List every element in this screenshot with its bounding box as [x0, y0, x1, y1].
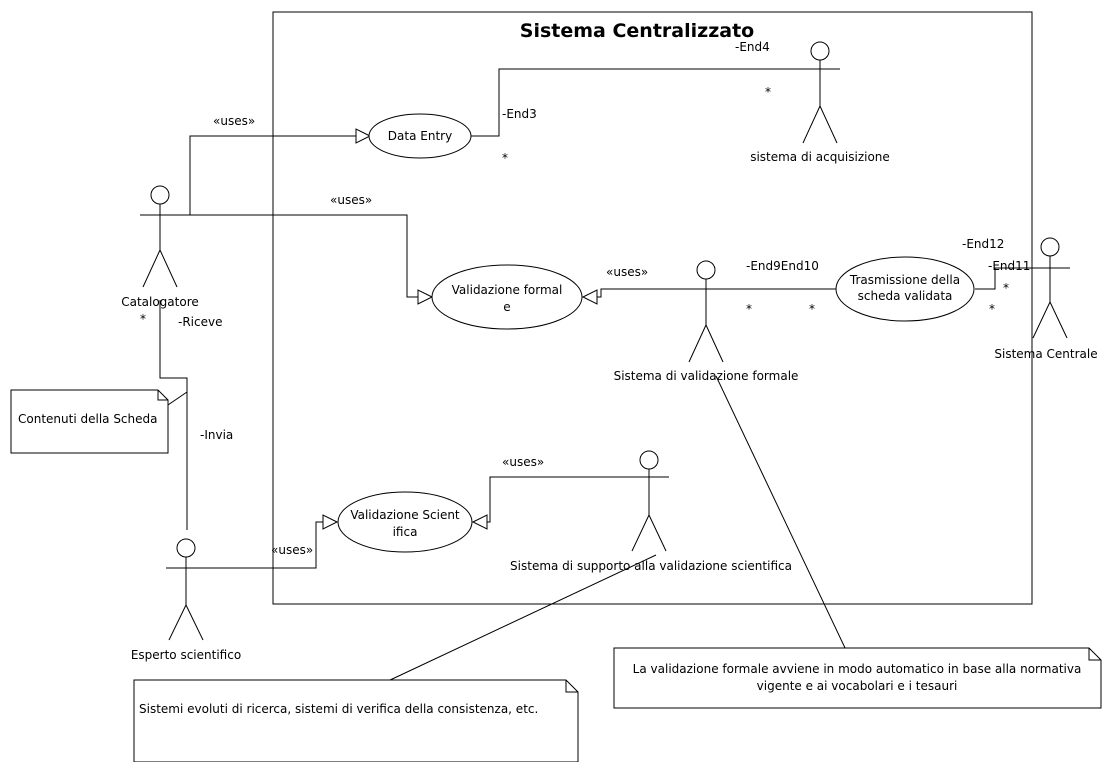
usecase-data-entry-label: Data Entry	[388, 129, 452, 143]
usecase-validazione-formale[interactable]	[431, 264, 583, 330]
usecase-validazione-scientifica-label-2: ifica	[393, 525, 418, 539]
stereotype-uses: «uses»	[271, 543, 313, 557]
note-sistemi-evoluti-text: Sistemi evoluti di ricerca, sistemi di v…	[139, 702, 538, 716]
actor-catalogatore-label: Catalogatore	[121, 295, 199, 309]
stereotype-uses: «uses»	[502, 455, 544, 469]
note-anchor-sistemi	[387, 554, 657, 682]
note-contenuti-scheda	[10, 389, 169, 454]
actor-sistema-centrale[interactable]	[1030, 237, 1070, 339]
usecase-validazione-scientifica[interactable]	[337, 491, 473, 553]
uses-catalogatore-dataentry	[189, 135, 360, 215]
role-end4: -End4	[735, 40, 770, 54]
actor-esperto-scientifico[interactable]	[166, 538, 206, 641]
assoc-dataentry-acquisizione	[471, 68, 836, 137]
multiplicity: *	[809, 302, 815, 316]
uses-arrowhead	[355, 128, 372, 144]
uses-arrowhead	[322, 514, 339, 530]
note-validazione-formale-text-2: vigente e ai vocabolari e i tesauri	[757, 679, 958, 693]
note-validazione-formale-text-1: La validazione formale avviene in modo a…	[633, 662, 1082, 676]
actor-sistema-centrale-label: Sistema Centrale	[994, 347, 1097, 361]
usecase-trasmissione-label: Trasmissione della	[849, 273, 960, 287]
multiplicity: *	[989, 302, 995, 316]
multiplicity: *	[765, 85, 771, 99]
multiplicity: *	[1003, 281, 1009, 295]
uses-supporto-valscient	[487, 476, 668, 523]
usecase-validazione-formale-label: Validazione formal	[452, 283, 563, 297]
system-title: Sistema Centralizzato	[520, 20, 754, 42]
uses-catalogatore-valformale	[175, 214, 418, 298]
actor-sistema-supporto-label: Sistema di supporto alla validazione sci…	[510, 559, 792, 573]
uses-arrowhead	[581, 289, 598, 305]
uses-esperto-valscient	[205, 521, 323, 569]
actor-esperto-scientifico-label: Esperto scientifico	[131, 648, 241, 662]
multiplicity: *	[140, 312, 146, 326]
stereotype-uses: «uses»	[330, 193, 372, 207]
actor-sistema-acquisizione[interactable]	[800, 41, 840, 144]
usecase-trasmissione[interactable]	[835, 256, 975, 322]
uses-arrowhead	[471, 514, 488, 530]
stereotype-uses: «uses»	[606, 265, 648, 279]
actor-catalogatore[interactable]	[140, 185, 180, 288]
usecase-trasmissione-label-2: scheda validata	[858, 289, 953, 303]
actor-sistema-acquisizione-label: sistema di acquisizione	[750, 150, 890, 164]
actor-sistema-validazione-formale-label: Sistema di validazione formale	[614, 369, 799, 383]
role-end9-end10: -End9End10	[746, 259, 819, 273]
usecase-validazione-scientifica-label: Validazione Scient	[350, 508, 460, 522]
multiplicity: *	[746, 302, 752, 316]
role-end11: -End11	[988, 259, 1030, 273]
stereotype-uses: «uses»	[213, 114, 255, 128]
note-sistemi-evoluti	[133, 679, 579, 762]
uses-arrowhead	[417, 289, 434, 305]
actor-sistema-validazione-formale[interactable]	[686, 260, 726, 363]
note-validazione-formale	[613, 647, 1102, 709]
role-end3: -End3	[502, 107, 537, 121]
assoc-trasmissione-centrale	[975, 267, 1035, 290]
note-anchor-scheda	[164, 391, 188, 408]
role-invia: -Invia	[200, 428, 233, 442]
role-riceve: -Riceve	[178, 315, 222, 329]
usecase-data-entry[interactable]	[368, 113, 472, 159]
note-contenuti-scheda-text: Contenuti della Scheda	[18, 412, 158, 426]
assoc-catalogatore-esperto	[159, 300, 188, 530]
role-end12: -End12	[962, 237, 1004, 251]
system-boundary	[272, 11, 1033, 605]
uses-sysvalformale-valformale	[597, 288, 703, 298]
actor-sistema-supporto[interactable]	[629, 450, 669, 552]
multiplicity: *	[502, 151, 508, 165]
note-anchor-formale	[715, 375, 847, 651]
usecase-validazione-formale-label-2: e	[503, 300, 510, 314]
